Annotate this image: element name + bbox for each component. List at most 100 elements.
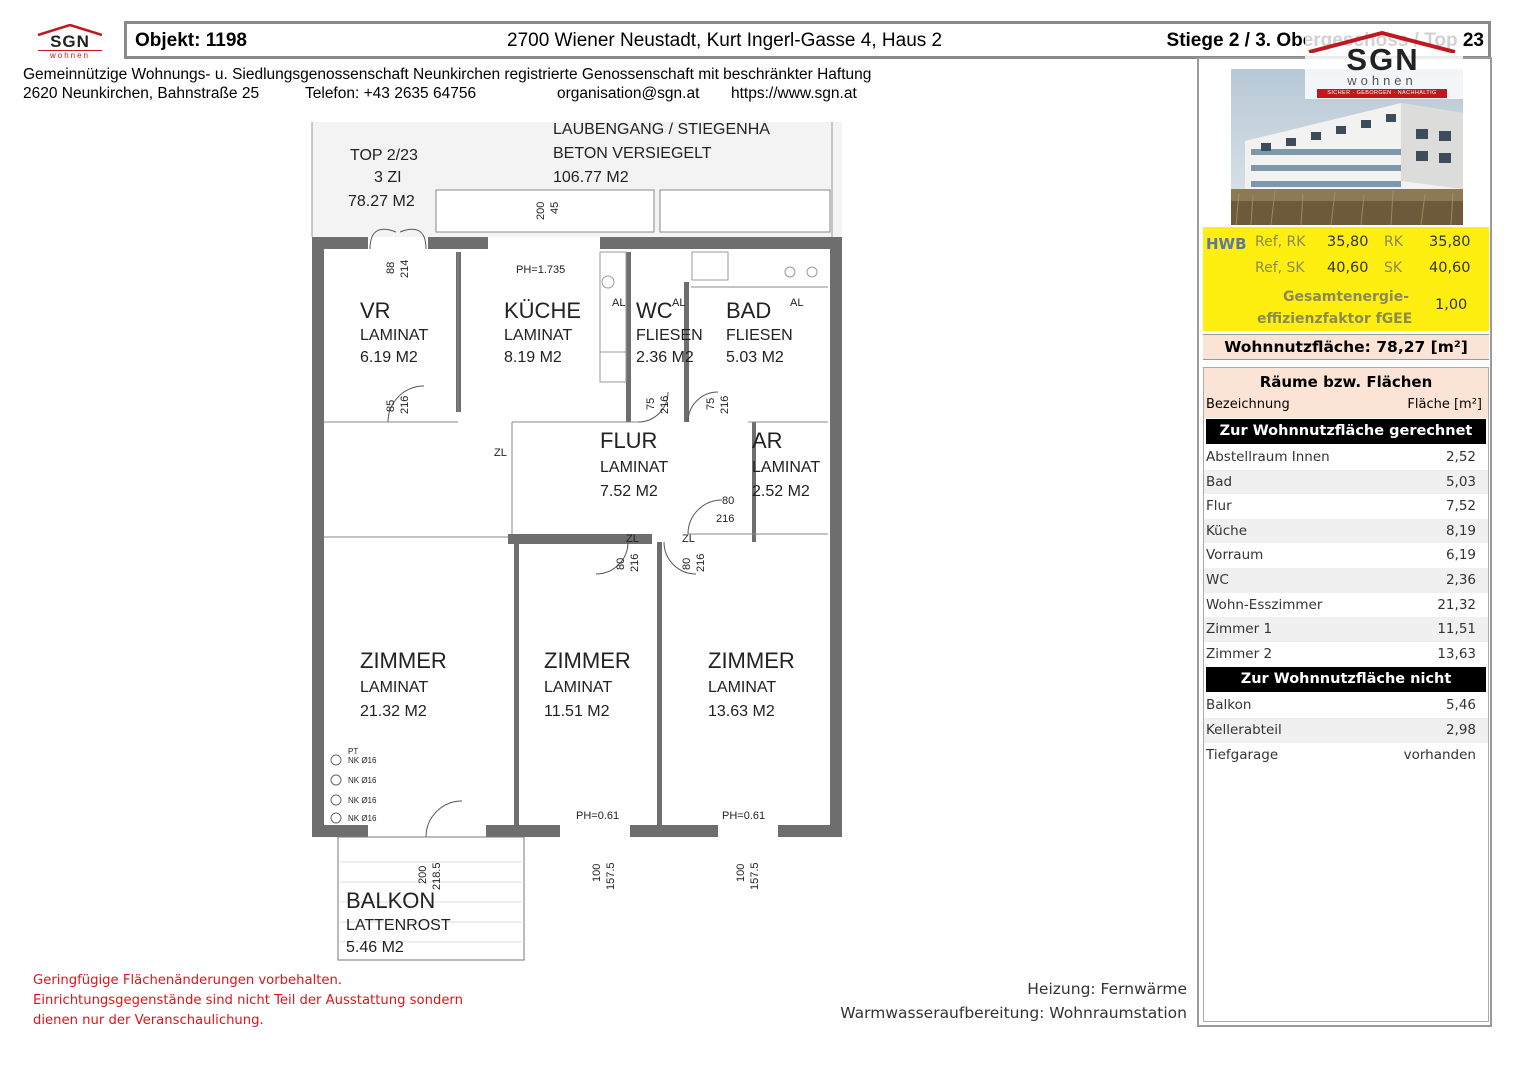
room-zimmer1-area: 21.32 M2	[360, 703, 427, 720]
dim-214: 214	[399, 260, 411, 278]
ref-sk-value: 40,60	[1327, 260, 1369, 276]
heating-type: Heizung: Fernwärme	[1027, 980, 1187, 998]
wohnnutzflaeche: Wohnnutzfläche: 78,27 [m²]	[1203, 334, 1489, 360]
fgee-value: 1,00	[1435, 297, 1468, 313]
hot-water-type: Warmwasseraufbereitung: Wohnraumstation	[840, 1004, 1187, 1022]
balcony-outline	[337, 836, 525, 961]
zl-label-1: ZL	[494, 447, 507, 459]
dim-85: 85	[385, 400, 397, 412]
room-balkon-area: 5.46 M2	[346, 939, 404, 956]
room-ar-floor: LAMINAT	[752, 459, 820, 476]
room-zimmer1-name: ZIMMER	[360, 648, 447, 673]
disclaimer: Geringfügige Flächenänderungen vorbehalt…	[33, 971, 463, 1031]
heating-info: Heizung: Fernwärme Warmwasseraufbereitun…	[840, 977, 1187, 1025]
room-bad-area: 5.03 M2	[726, 349, 784, 366]
rk-label: RK	[1384, 234, 1403, 250]
ref-sk-label: Ref, SK	[1255, 260, 1305, 276]
ref-rk-value: 35,80	[1327, 234, 1369, 250]
top-rooms: 3 ZI	[374, 169, 402, 186]
room-zimmer1-floor: LAMINAT	[360, 679, 428, 696]
disclaimer-line-3: dienen nur der Veranschaulichung.	[33, 1013, 264, 1028]
zl-label-3: ZL	[682, 533, 695, 545]
room-bad-name: BAD	[726, 298, 771, 323]
room-zimmer3-floor: LAMINAT	[708, 679, 776, 696]
fgee-label-line1: Gesamtenergie-	[1283, 289, 1410, 305]
dim-216-ar: 216	[716, 513, 734, 525]
header-bar: Objekt: 1198 2700 Wiener Neustadt, Kurt …	[124, 21, 1491, 59]
fgee-label-line2: effizienzfaktor fGEE	[1257, 311, 1413, 327]
room-wc-area: 2.36 M2	[636, 349, 694, 366]
socket-pt: PT	[348, 747, 358, 756]
dim-216-z2: 216	[629, 554, 641, 572]
logo-brand: SGN	[50, 32, 90, 51]
dim-157-5-2: 157.5	[749, 862, 761, 890]
roof-icon	[37, 24, 103, 36]
dim-216: 216	[399, 396, 411, 414]
room-bad-floor: FLIESEN	[726, 327, 793, 344]
walls	[312, 237, 842, 837]
company-email[interactable]: organisation@sgn.at	[557, 85, 700, 102]
room-ar-area: 2.52 M2	[752, 483, 810, 500]
dim-75-bad: 75	[705, 398, 717, 410]
rk-value: 35,80	[1429, 234, 1471, 250]
roof-icon	[1308, 31, 1456, 53]
col-name: Bezeichnung	[1206, 397, 1290, 412]
room-zimmer3-area: 13.63 M2	[708, 703, 775, 720]
al-label-1: AL	[612, 297, 625, 309]
dim-100-1: 100	[591, 864, 603, 882]
room-zimmer2-name: ZIMMER	[544, 648, 631, 673]
company-website[interactable]: https://www.sgn.at	[731, 85, 857, 102]
info-panel: SGN wohnen SICHER · GEBORGEN · NACHHALTI…	[1197, 31, 1492, 1027]
room-flur-name: FLUR	[600, 428, 657, 453]
dim-216-wc: 216	[659, 396, 671, 414]
section-excluded: Zur Wohnnutzfläche nicht gerechnet	[1206, 667, 1486, 712]
room-zimmer3-name: ZIMMER	[708, 648, 795, 673]
logo-tagline: SICHER · GEBORGEN · NACHHALTIG	[1317, 89, 1447, 98]
room-kueche-name: KÜCHE	[504, 298, 581, 323]
room-flur-area: 7.52 M2	[600, 483, 658, 500]
objekt-number: Objekt: 1198	[135, 30, 247, 51]
sk-value: 40,60	[1429, 260, 1471, 276]
ph-window-1: PH=0.61	[576, 810, 619, 822]
room-balkon-name: BALKON	[346, 888, 435, 913]
rooms-title: Räume bzw. Flächen	[1204, 368, 1488, 394]
dim-157-5-1: 157.5	[605, 862, 617, 890]
company-phone: Telefon: +43 2635 64756	[305, 85, 477, 102]
socket-nk-2: NK Ø16	[348, 776, 377, 785]
hwb-label: HWB	[1206, 235, 1247, 253]
energy-certificate: HWB Ref, RK 35,80 RK 35,80 Ref, SK 40,60…	[1203, 227, 1489, 331]
ref-rk-label: Ref, RK	[1255, 234, 1306, 250]
dim-75-wc: 75	[645, 398, 657, 410]
rooms-table: Räume bzw. Flächen Bezeichnung Fläche [m…	[1203, 367, 1489, 1022]
room-kueche-floor: LAMINAT	[504, 327, 572, 344]
room-vr-floor: LAMINAT	[360, 327, 428, 344]
logo-brand: SGN	[1346, 42, 1420, 77]
logo-subtitle: wohnen	[1347, 73, 1417, 88]
room-flur-floor: LAMINAT	[600, 459, 668, 476]
top-name: TOP 2/23	[350, 147, 418, 164]
dim-88: 88	[385, 262, 397, 274]
room-vr-area: 6.19 M2	[360, 349, 418, 366]
al-label-2: AL	[672, 297, 685, 309]
building-photo	[1231, 69, 1463, 225]
company-name: Gemeinnützige Wohnungs- u. Siedlungsgeno…	[23, 66, 872, 83]
zl-label-2: ZL	[626, 533, 639, 545]
section-included: Zur Wohnnutzfläche gerechnet	[1206, 419, 1486, 444]
sgn-logo: SGN wohnen	[36, 24, 104, 60]
socket-nk-3: NK Ø16	[348, 796, 377, 805]
logo-subtitle: wohnen	[38, 50, 102, 60]
corridor-area: 106.77 M2	[553, 169, 629, 186]
al-label-3: AL	[790, 297, 803, 309]
dim-200-balkon: 200	[417, 866, 429, 884]
room-zimmer2-floor: LAMINAT	[544, 679, 612, 696]
dim-100-2: 100	[735, 864, 747, 882]
